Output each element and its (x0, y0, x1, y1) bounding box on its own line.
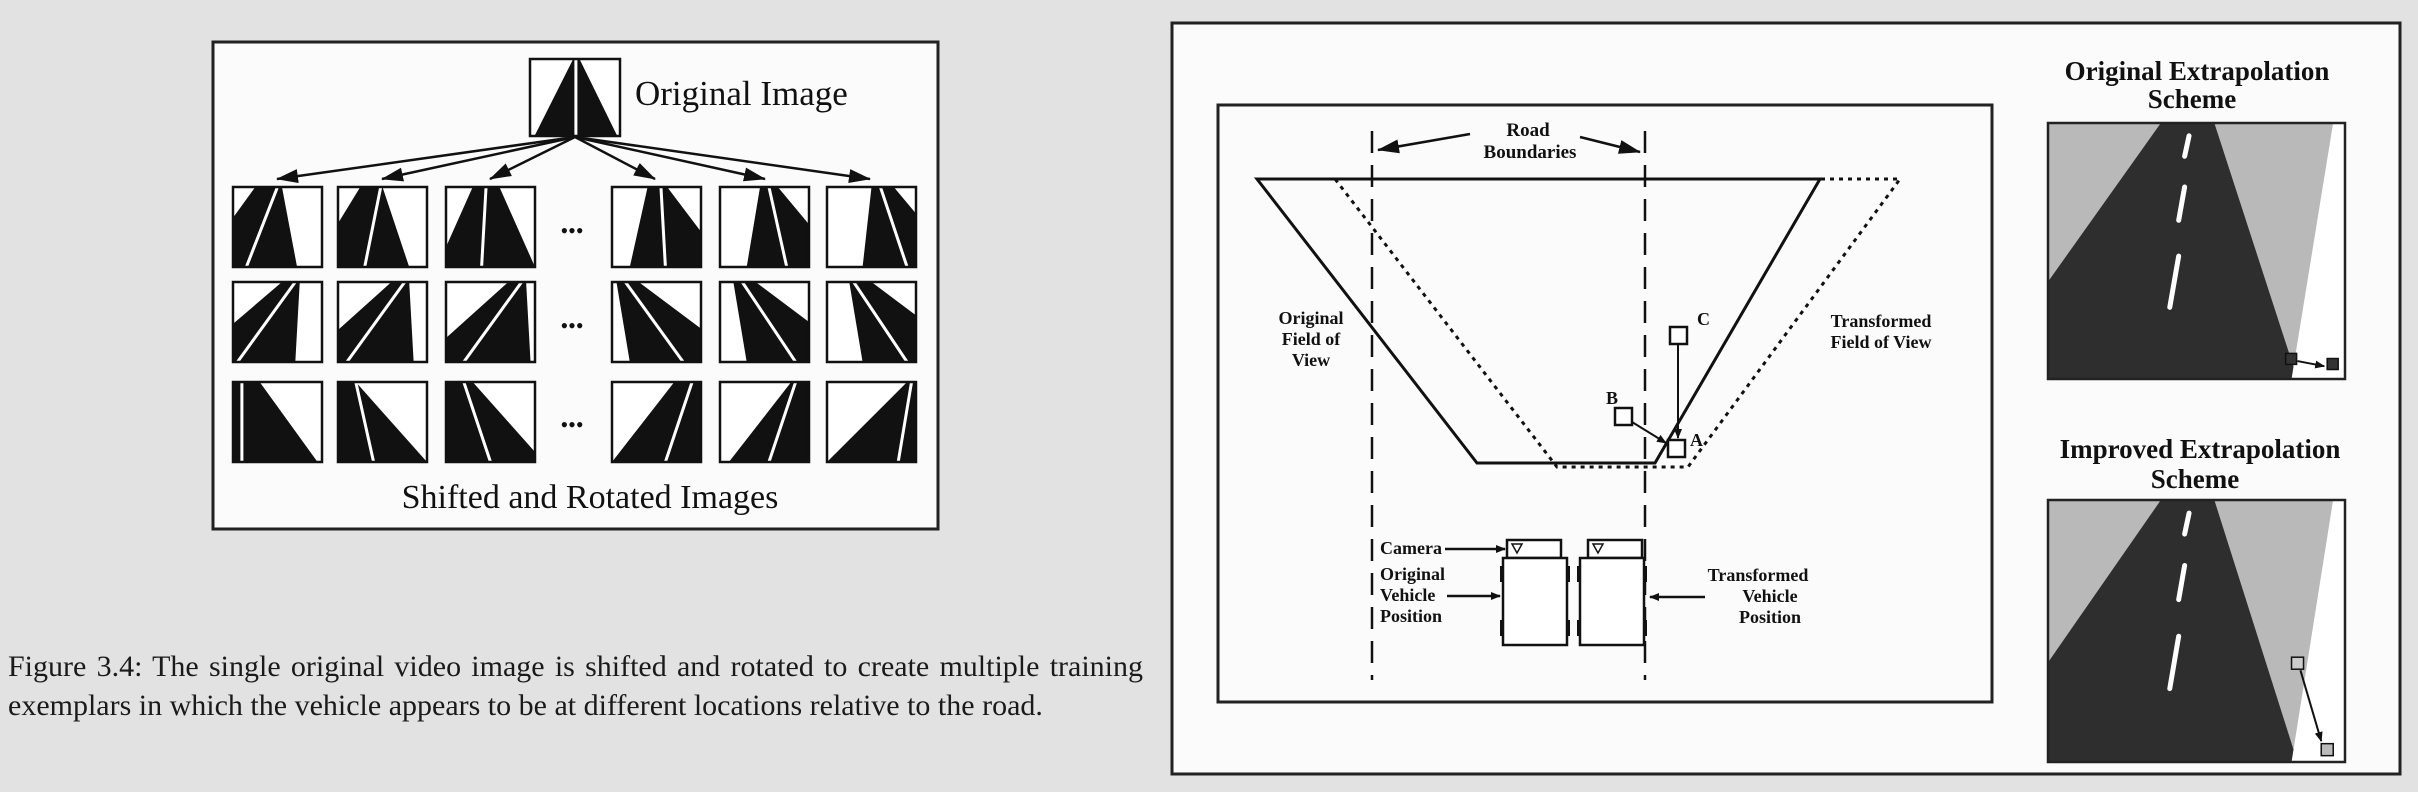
road-shape (233, 382, 318, 462)
shifted-rotated-thumbnail (610, 280, 703, 364)
road-shape (233, 187, 298, 267)
shift-arrow (276, 135, 576, 184)
arrow-b-to-a (1631, 421, 1667, 444)
shifted-rotated-thumbnail (444, 380, 537, 464)
shift-arrow (489, 135, 576, 181)
point-a-marker (1666, 438, 1687, 459)
shifted-rotated-thumbnail (336, 280, 429, 364)
road-boundaries-label-1: Road (1506, 120, 1550, 141)
transformed-vehicle-label-2: Vehicle (1742, 586, 1797, 606)
shifted-rotated-thumbnail (825, 185, 918, 269)
point-a-label: A (1690, 430, 1703, 450)
road-boundary-arrow-left (1377, 132, 1471, 154)
point-b-marker (1613, 406, 1634, 427)
lane-dash (2176, 563, 2188, 603)
shifted-rotated-thumbnail (718, 380, 811, 464)
original-fov-label-1: Original (1278, 308, 1343, 328)
original-image-label: Original Image (635, 74, 848, 113)
thumbnail-grid (231, 185, 918, 464)
shifted-rotated-thumbnail (610, 380, 703, 464)
transformed-vehicle-label-1: Transformed (1708, 565, 1809, 585)
original-vehicle-label-1: Original (1380, 564, 1445, 584)
road-shape (616, 282, 701, 362)
road-shape (827, 382, 916, 462)
camera-label: Camera (1380, 538, 1442, 558)
road-boundary-arrow-right (1579, 135, 1641, 154)
road-shape (629, 187, 701, 267)
shifted-rotated-thumbnail (231, 280, 324, 364)
lane-dash (2167, 253, 2182, 310)
road-shape (862, 187, 916, 267)
shifted-rotated-thumbnail (231, 380, 324, 464)
original-fov-label-2: Field of (1282, 329, 1341, 349)
lane-dash (2167, 633, 2182, 692)
point-c-label: C (1697, 309, 1710, 329)
transformed-vehicle-label-3: Position (1739, 607, 1801, 627)
extrapolation-arrow (2299, 670, 2323, 742)
road-shape (446, 382, 535, 462)
original-vehicle-label-3: Position (1380, 606, 1442, 626)
shifted-rotated-thumbnail (336, 185, 429, 269)
camera-icon (1510, 543, 1524, 555)
shift-arrows (276, 135, 871, 184)
camera-icon (1591, 543, 1605, 555)
target-pixel (2326, 357, 2339, 371)
shifted-rotated-thumbnail (718, 280, 811, 364)
shifted-rotated-label: Shifted and Rotated Images (402, 479, 779, 516)
transformed-fov-label-1: Transformed (1831, 311, 1932, 331)
original-vehicle-label-2: Vehicle (1380, 585, 1435, 605)
road-shape (733, 282, 809, 362)
shifted-rotated-thumbnail (444, 280, 537, 364)
source-pixel (2284, 352, 2298, 366)
extrapolation-arrow (2297, 360, 2326, 369)
ellipsis-row-3: ••• (560, 412, 583, 437)
right-figure: Road Boundaries Original Field of View T… (1170, 21, 2402, 776)
original-scheme-title-1: Original Extrapolation (2065, 56, 2330, 86)
ellipsis-row-1: ••• (560, 218, 583, 243)
shifted-rotated-thumbnail (231, 185, 324, 269)
figure-caption: Figure 3.4: The single original video im… (8, 650, 1143, 722)
shifted-rotated-thumbnail (718, 185, 811, 269)
road-surface (2048, 500, 2298, 762)
lane-dash (2176, 184, 2188, 223)
original-fov-label-3: View (1292, 350, 1330, 370)
extrapolated-region (2291, 123, 2345, 379)
road-boundaries-label-2: Boundaries (1484, 142, 1577, 163)
original-scheme-title-2: Scheme (2148, 84, 2236, 114)
shifted-rotated-thumbnail (444, 185, 537, 269)
original-image-thumbnail (528, 57, 622, 138)
shift-arrow (574, 135, 656, 181)
point-b-label: B (1606, 388, 1618, 408)
shift-arrow (381, 135, 576, 182)
lane-dash (2182, 510, 2192, 537)
shift-arrow (574, 135, 871, 183)
ellipsis-row-2: ••• (560, 313, 583, 338)
original-vehicle (1500, 538, 1570, 647)
source-pixel (2290, 656, 2305, 670)
improved-scheme-title-1: Improved Extrapolation (2060, 434, 2341, 464)
extrapolated-region (2291, 500, 2345, 762)
transformed-fov-label-2: Field of View (1831, 332, 1932, 352)
road-shape (446, 187, 535, 267)
shift-arrow (574, 135, 766, 182)
field-of-view-panel (1216, 103, 1994, 704)
transformed-vehicle (1577, 538, 1647, 647)
improved-scheme-title-2: Scheme (2151, 464, 2239, 494)
shifted-rotated-thumbnail (825, 380, 918, 464)
road-shape (612, 382, 701, 462)
left-figure: Original Image ••• ••• ••• Shifted and R… (211, 40, 940, 531)
shifted-rotated-thumbnail (336, 380, 429, 464)
original-scheme-image (2046, 121, 2347, 381)
road-surface (2048, 123, 2298, 379)
shifted-rotated-thumbnail (610, 185, 703, 269)
improved-scheme-image (2046, 498, 2347, 764)
road-shape (446, 282, 531, 362)
point-c-marker (1668, 325, 1689, 346)
target-pixel (2320, 742, 2334, 757)
lane-dash (2182, 133, 2192, 159)
shifted-rotated-thumbnail (825, 280, 918, 364)
